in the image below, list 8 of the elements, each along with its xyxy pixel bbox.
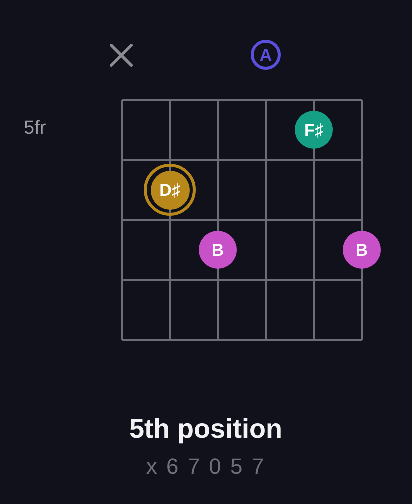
note-marker: F♯: [295, 111, 333, 149]
chord-title: 5th position: [128, 413, 284, 446]
note-marker: B: [343, 231, 381, 269]
note-marker: B: [199, 231, 237, 269]
root-note-marker: D♯: [144, 164, 196, 216]
open-string-marker: A: [251, 40, 281, 70]
fret-number: 5fr: [24, 118, 46, 141]
fingering-text: x 6 7 0 5 7: [146, 454, 266, 480]
